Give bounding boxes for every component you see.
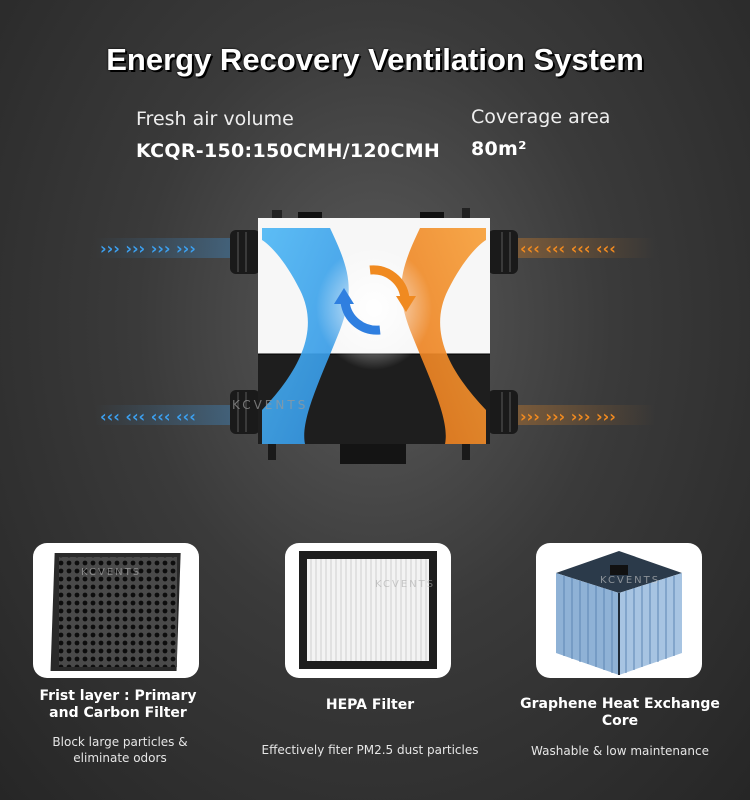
primary-carbon-filter-card: KCVENTS — [33, 543, 199, 678]
filter-desc-3: Washable & low maintenance — [531, 744, 709, 758]
coverage-area-label: Coverage area — [471, 106, 611, 128]
cold-air-arrows-icon: ››› ››› ››› ››› ‹‹‹ ‹‹‹ ‹‹‹ ‹‹‹ — [95, 238, 235, 426]
unit-watermark: KCVENTS — [232, 398, 308, 412]
air-volume-value: KCQR-150:150CMH/120CMH — [136, 140, 441, 162]
filter-caption-1: Frist layer : Primary and Carbon Filter — [39, 688, 197, 721]
filter-desc-1: Block large particles & eliminate odors — [52, 735, 188, 765]
svg-text:KCVENTS: KCVENTS — [81, 567, 141, 578]
filter-caption-3: Graphene Heat Exchange Core — [520, 696, 720, 729]
hepa-filter-image: KCVENTS — [299, 551, 437, 669]
svg-text:‹‹‹ ‹‹‹ ‹‹‹ ‹‹‹: ‹‹‹ ‹‹‹ ‹‹‹ ‹‹‹ — [100, 407, 196, 426]
hepa-filter-card: KCVENTS — [285, 543, 451, 678]
svg-text:››› ››› ››› ›››: ››› ››› ››› ››› — [520, 407, 616, 426]
air-volume-label: Fresh air volume — [136, 108, 294, 130]
spec-coverage-area: Coverage area 80m² — [471, 106, 610, 160]
filter-desc-2: Effectively fiter PM2.5 dust particles — [261, 743, 479, 757]
svg-text:››› ››› ››› ›››: ››› ››› ››› ››› — [100, 239, 196, 258]
coverage-area-value: 80m² — [471, 138, 527, 160]
filter-caption-2: HEPA Filter — [325, 697, 415, 713]
exchange-cycle-icon — [334, 265, 416, 335]
heat-exchange-core-image: KCVENTS — [556, 551, 682, 675]
carbon-filter-image: KCVENTS — [50, 553, 181, 671]
spec-air-volume: Fresh air volume KCQR-150:150CMH/120CMH — [136, 108, 440, 162]
svg-text:‹‹‹ ‹‹‹ ‹‹‹ ‹‹‹: ‹‹‹ ‹‹‹ ‹‹‹ ‹‹‹ — [520, 239, 616, 258]
svg-text:KCVENTS: KCVENTS — [375, 579, 435, 590]
ventilation-unit-illustration: ››› ››› ››› ››› ‹‹‹ ‹‹‹ ‹‹‹ ‹‹‹ ‹‹‹ ‹‹‹ … — [0, 190, 750, 480]
page-title: Energy Recovery Ventilation System — [106, 42, 644, 77]
heat-exchange-core-card: KCVENTS — [536, 543, 702, 678]
warm-air-arrows-icon: ‹‹‹ ‹‹‹ ‹‹‹ ‹‹‹ ››› ››› ››› ››› — [515, 238, 655, 426]
svg-text:KCVENTS: KCVENTS — [600, 575, 660, 586]
